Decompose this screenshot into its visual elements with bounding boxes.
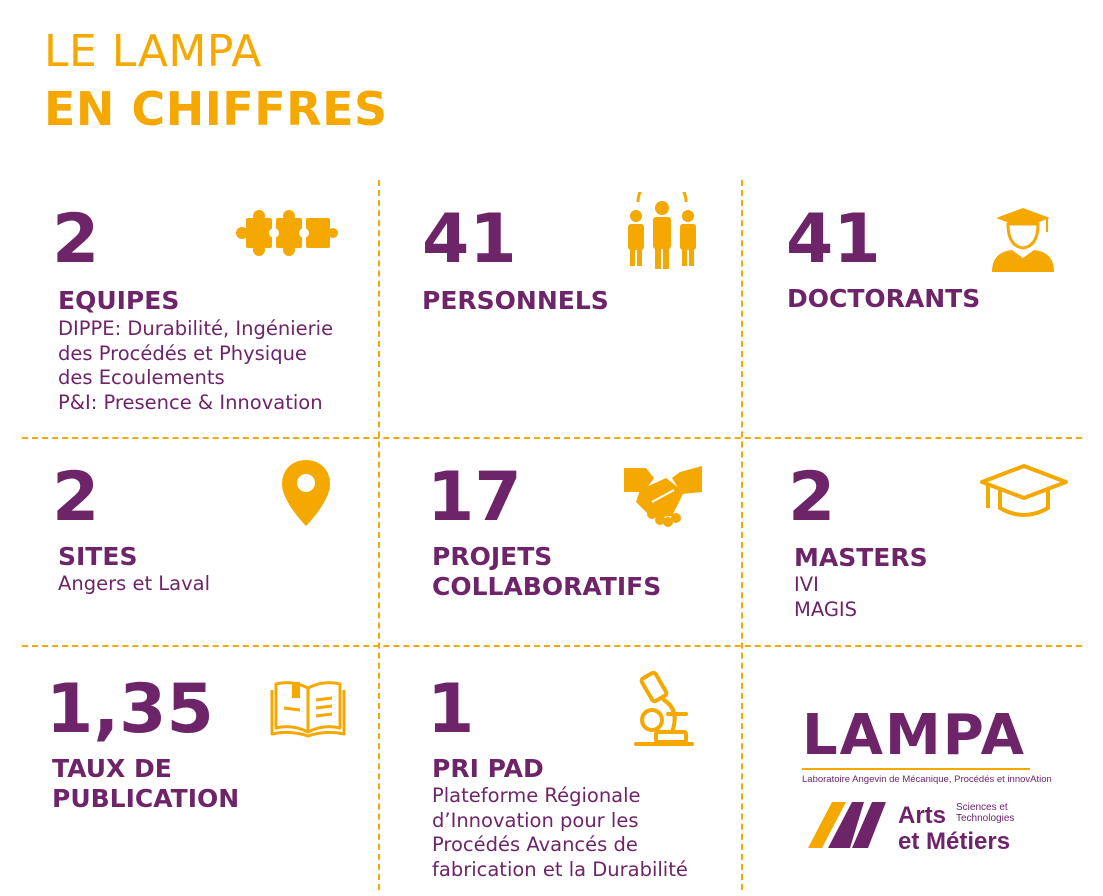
- graduate-icon: [988, 206, 1058, 274]
- stat-label-pri-pad: PRI PAD: [432, 754, 544, 783]
- arts-metiers-small-line1: Sciences et: [956, 802, 1008, 813]
- description-line: fabrication et la Durabilité: [432, 857, 688, 881]
- stat-description-pri-pad: Plateforme Régionale d’Innovation pour l…: [432, 784, 688, 882]
- handshake-icon: [622, 462, 704, 532]
- description-line: MAGIS: [794, 597, 858, 621]
- arts-metiers-line1: Arts: [898, 802, 947, 829]
- stat-number-equipes: 2: [52, 200, 100, 279]
- location-pin-icon: [280, 458, 332, 528]
- microscope-icon: [628, 670, 698, 748]
- stat-label-personnels: PERSONNELS: [422, 286, 609, 315]
- arts-metiers-small: Sciences et Technologies: [956, 802, 1014, 824]
- open-book-icon: [270, 678, 346, 738]
- stat-label-projets-line1: PROJETS: [432, 542, 553, 571]
- arts-metiers-logo: Arts Sciences et Technologies et Métiers: [806, 798, 1014, 854]
- grid-divider-vertical-2: [741, 180, 743, 890]
- description-line: DIPPE: Durabilité, Ingénierie: [58, 317, 334, 340]
- description-line: Angers et Laval: [58, 572, 211, 595]
- description-line: des Ecoulements: [58, 366, 225, 389]
- stat-label-sites: SITES: [58, 542, 138, 571]
- description-line: IVI: [794, 573, 819, 596]
- lampa-logo-subtitle: Laboratoire Angevin de Mécanique, Procéd…: [802, 768, 1052, 785]
- description-line: des Procédés et Physique: [58, 341, 307, 365]
- mortarboard-icon: [978, 462, 1070, 524]
- description-line: d’Innovation pour les: [432, 808, 639, 832]
- people-group-icon: [622, 192, 702, 272]
- lampa-logo: LAMPA Laboratoire Angevin de Mécanique, …: [802, 703, 1052, 785]
- description-line: P&I: Presence & Innovation: [58, 390, 323, 414]
- grid-divider-horizontal-1: [22, 437, 1082, 439]
- stat-label-masters: MASTERS: [794, 543, 928, 572]
- stat-number-masters: 2: [788, 458, 836, 537]
- stat-number-projets: 17: [427, 458, 522, 537]
- page-title-line1: LE LAMPA: [44, 26, 262, 77]
- arts-metiers-mark-icon: [808, 802, 886, 848]
- arts-metiers-line2: et Métiers: [898, 828, 1011, 855]
- page-title-line2: EN CHIFFRES: [44, 82, 388, 136]
- stat-number-publication: 1,35: [46, 670, 214, 749]
- stat-label-publication-line1: TAUX DE: [52, 754, 172, 783]
- description-line: Plateforme Régionale: [432, 784, 641, 807]
- stat-description-sites: Angers et Laval: [58, 572, 210, 597]
- stat-description-masters: IVI MAGIS: [794, 573, 857, 622]
- stat-label-publication-line2: PUBLICATION: [52, 784, 240, 813]
- arts-metiers-small-line2: Technologies: [956, 813, 1015, 824]
- grid-divider-vertical-1: [378, 180, 380, 890]
- description-line: Procédés Avancés de: [432, 833, 638, 856]
- stat-number-sites: 2: [52, 458, 100, 537]
- lampa-logo-text: LAMPA: [802, 703, 1026, 768]
- stat-description-equipes: DIPPE: Durabilité, Ingénierie des Procéd…: [58, 317, 333, 415]
- stat-number-personnels: 41: [422, 200, 517, 279]
- stat-label-doctorants: DOCTORANTS: [787, 284, 981, 313]
- stat-label-projets-line2: COLLABORATIFS: [432, 572, 662, 601]
- stat-label-equipes: EQUIPES: [58, 286, 180, 315]
- stat-number-doctorants: 41: [786, 200, 881, 279]
- stat-number-pri-pad: 1: [427, 670, 475, 749]
- puzzle-icon: [236, 210, 338, 256]
- grid-divider-horizontal-2: [22, 645, 1082, 647]
